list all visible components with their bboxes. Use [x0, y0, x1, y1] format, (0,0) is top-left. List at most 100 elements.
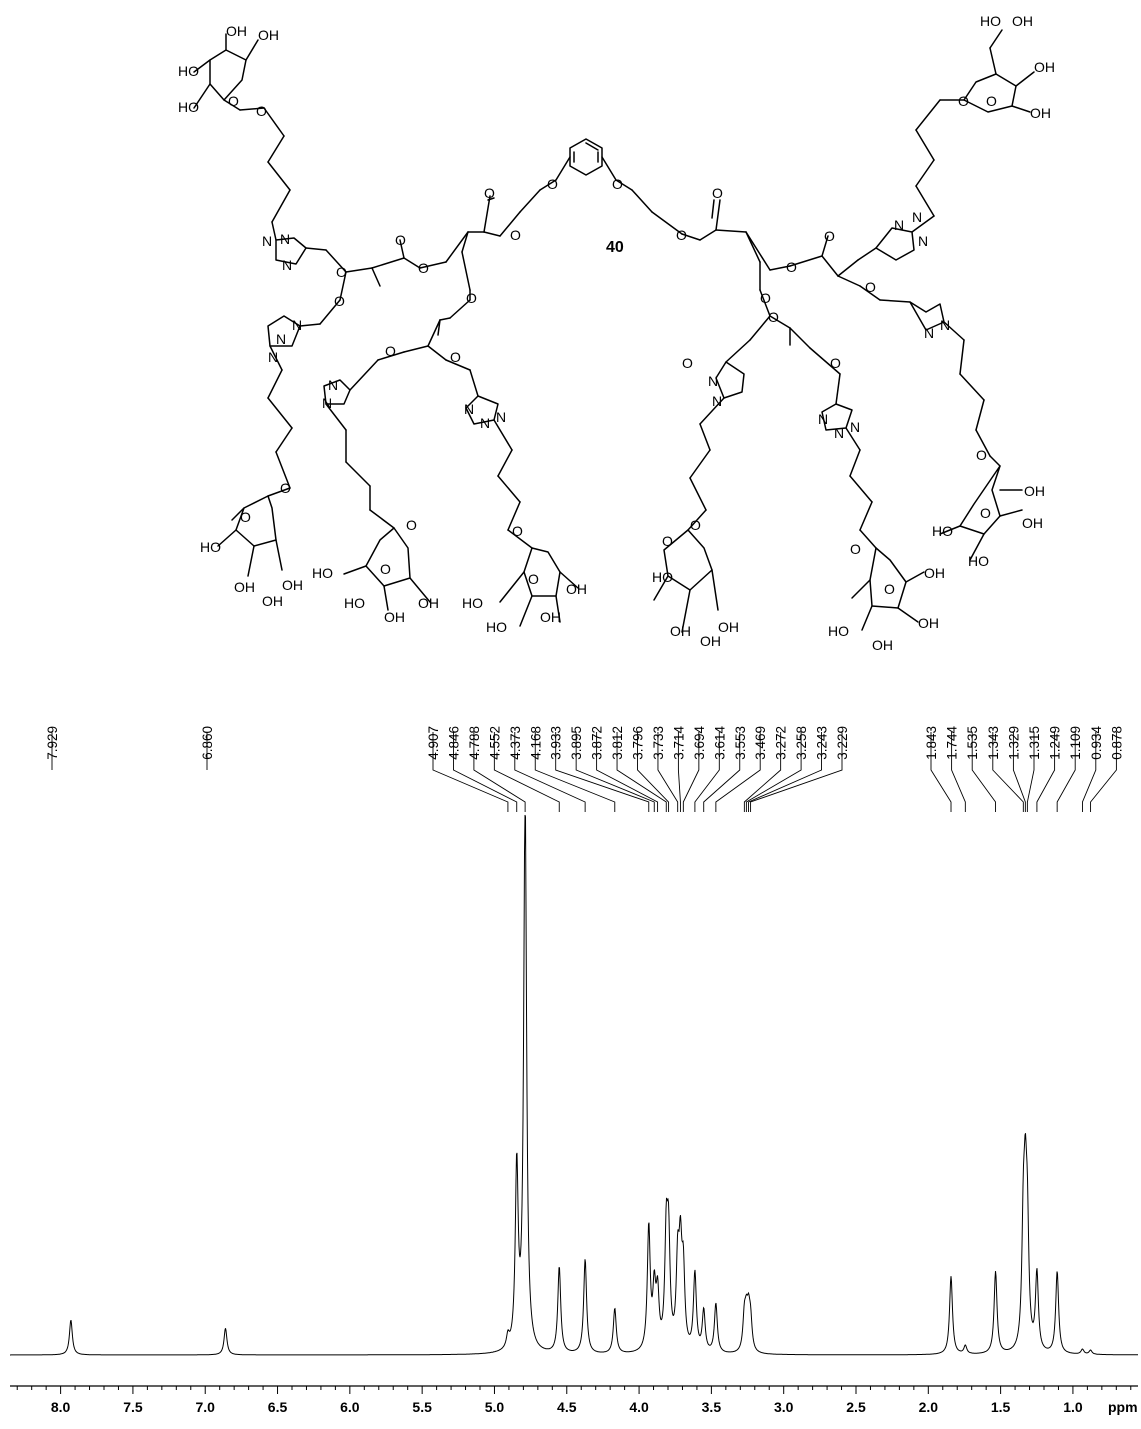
peak-label-connector [682, 732, 700, 812]
peak-label-connector [473, 732, 526, 812]
atom-label: N [280, 231, 290, 247]
atom-label: OH [418, 595, 439, 611]
atom-label: O [228, 93, 239, 109]
x-tick-label: 8.0 [51, 1399, 71, 1415]
peak-label: 4.373 [508, 726, 523, 760]
peak-label-connector [743, 732, 782, 812]
atom-label: N [276, 331, 286, 347]
peak-label: 3.796 [631, 726, 646, 760]
atom-label: O [380, 561, 391, 577]
atom-label: O [450, 349, 461, 365]
atom-label: HO [200, 539, 221, 555]
atom-label: O [786, 259, 797, 275]
peak-label: 3.812 [610, 726, 625, 760]
x-axis-label: ppm [1108, 1399, 1138, 1415]
atom-label: O [682, 355, 693, 371]
atom-label: O [676, 227, 687, 243]
peak-label: 4.552 [487, 726, 502, 760]
atom-label: O [976, 447, 987, 463]
atom-label: O [884, 581, 895, 597]
peak-label-connector [534, 732, 616, 812]
atom-label: HO [828, 623, 849, 639]
atom-label: N [328, 377, 338, 393]
peak-label-connector [1082, 732, 1097, 812]
atom-label: O [986, 93, 997, 109]
atom-label: OH [282, 577, 303, 593]
x-tick-label: 2.0 [919, 1399, 939, 1415]
peak-label: 3.243 [815, 726, 830, 760]
peak-label: 3.553 [733, 726, 748, 760]
atom-label: N [322, 395, 332, 411]
peak-label-connector [745, 732, 802, 812]
atom-label: OH [540, 609, 561, 625]
atom-label: O [850, 541, 861, 557]
peak-label-connector [637, 732, 670, 812]
peak-label: 3.714 [671, 726, 686, 760]
peak-label-connector [971, 732, 997, 812]
atom-label: O [547, 176, 558, 192]
x-tick-label: 1.5 [991, 1399, 1011, 1415]
atom-label: N [850, 419, 860, 435]
x-tick-label: 6.0 [340, 1399, 360, 1415]
atom-label: O [395, 232, 406, 248]
atom-label: O [256, 103, 267, 119]
atom-label: N [924, 325, 934, 341]
atom-label: OH [918, 615, 939, 631]
peak-label-connector [555, 732, 650, 812]
peak-label-connector [616, 732, 667, 812]
peak-label: 3.614 [712, 726, 727, 760]
atom-label: O [768, 309, 779, 325]
peak-label-connector [1090, 732, 1117, 812]
peak-label-connector [514, 732, 586, 812]
peak-label: 3.229 [835, 726, 850, 760]
peak-label-connector [715, 732, 761, 812]
atom-label: OH [1034, 59, 1055, 75]
x-tick-label: 3.5 [702, 1399, 722, 1415]
peak-label-connector [750, 732, 843, 812]
x-tick-label: 2.5 [846, 1399, 866, 1415]
spectrum-trace [10, 814, 1138, 1356]
atom-label: OH [700, 633, 721, 649]
atom-label: O [528, 571, 539, 587]
peak-label: 6.860 [200, 726, 215, 760]
atom-label: N [834, 425, 844, 441]
peak-label-connector [677, 732, 681, 812]
peak-label-connector [1012, 732, 1026, 812]
x-tick-label: 4.0 [629, 1399, 649, 1415]
atom-label: N [940, 317, 950, 333]
peak-label-connector [703, 732, 741, 812]
atom-label: OH [258, 27, 279, 43]
peak-label-connector [748, 732, 822, 812]
peak-label: 0.878 [1109, 726, 1124, 760]
atom-label: N [292, 317, 302, 333]
peak-label-connector [1026, 732, 1035, 812]
atom-label: OH [384, 609, 405, 625]
atom-label: OH [1022, 515, 1043, 531]
peak-label: 3.933 [549, 726, 564, 760]
peak-label-connector [992, 732, 1024, 812]
atom-label: O [240, 509, 251, 525]
atom-label: O [512, 523, 523, 539]
atom-label: HO [178, 63, 199, 79]
atom-label: O [830, 355, 841, 371]
atom-label: O [865, 279, 876, 295]
atom-label: OH [262, 593, 283, 609]
x-tick-label: 4.5 [557, 1399, 577, 1415]
structure-bonds [193, 29, 1035, 633]
x-tick-label: 6.5 [268, 1399, 288, 1415]
peak-label-connector [432, 732, 509, 812]
atom-label: O [385, 343, 396, 359]
peak-label-connector [694, 732, 720, 812]
peak-label: 3.272 [774, 726, 789, 760]
x-tick-label: 5.0 [485, 1399, 505, 1415]
peak-label: 4.168 [528, 726, 543, 760]
atom-label: O [662, 533, 673, 549]
atom-label: O [958, 93, 969, 109]
x-tick-label: 3.0 [774, 1399, 794, 1415]
atom-label: HO [652, 569, 673, 585]
atom-label: OH [670, 623, 691, 639]
peak-label: 3.872 [590, 726, 605, 760]
atom-label: OH [234, 579, 255, 595]
